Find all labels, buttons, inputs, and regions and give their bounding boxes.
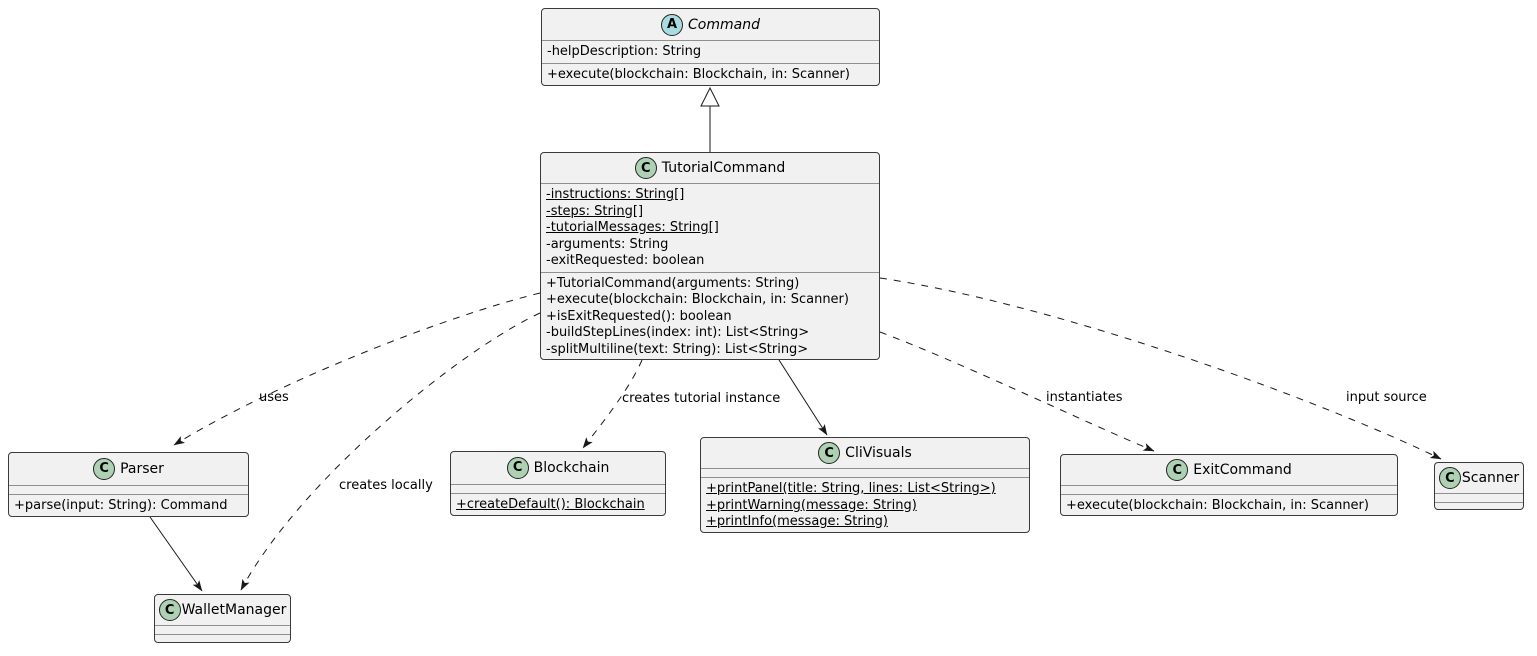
method-line: +execute(blockchain: Blockchain, in: Sca…: [1066, 498, 1369, 513]
methods-section: [155, 634, 290, 642]
method-line: -splitMultiline(text: String): List<Stri…: [546, 341, 809, 357]
attributes-section: [451, 483, 665, 493]
edge-label-input-source: input source: [1346, 390, 1427, 405]
class-name: WalletManager: [181, 602, 287, 618]
class-title: C Scanner: [1435, 463, 1523, 493]
attributes-section: [701, 468, 1029, 477]
method-line: +parse(input: String): Command: [14, 497, 228, 513]
attributes-section: [1061, 485, 1397, 494]
edge-label-uses: uses: [259, 390, 289, 405]
edge-parser-walletmanager: [149, 516, 203, 592]
attribute-line: -exitRequested: boolean: [546, 253, 705, 268]
attribute-line: -arguments: String: [546, 236, 669, 252]
class-name: Parser: [120, 460, 164, 477]
class-title: C Parser: [9, 453, 248, 485]
attribute-line: -steps: String[]: [546, 203, 644, 219]
class-box-exitcommand: C ExitCommand +execute(blockchain: Block…: [1060, 454, 1398, 516]
class-icon: C: [1438, 467, 1461, 489]
class-box-walletmanager: C WalletManager: [154, 594, 291, 643]
stereotype-letter: A: [666, 17, 678, 32]
class-box-parser: C Parser +parse(input: String): Command: [8, 452, 249, 517]
edge-input-source: [879, 277, 1442, 460]
class-title: C Blockchain: [451, 452, 665, 484]
class-title: A Command: [542, 9, 879, 40]
method-line: +printPanel(title: String, lines: List<S…: [706, 481, 996, 496]
class-title: C TutorialCommand: [541, 153, 879, 183]
class-name: ExitCommand: [1193, 462, 1292, 478]
edge-to-clivisuals: [778, 359, 828, 436]
class-title: C ExitCommand: [1061, 455, 1397, 485]
attributes-section: [155, 625, 290, 634]
abstract-class-icon: A: [661, 13, 684, 36]
edge-uses: [173, 292, 541, 446]
class-icon: C: [93, 457, 116, 480]
method-line: +isExitRequested(): boolean: [546, 308, 732, 324]
method-line: +printInfo(message: String): [706, 514, 888, 529]
attribute-line: -instructions: String[]: [546, 187, 685, 202]
attribute-line: -helpDescription: String: [547, 44, 702, 59]
inheritance-triangle-icon: [700, 86, 720, 107]
methods-section: +TutorialCommand(arguments: String) +exe…: [541, 271, 879, 360]
method-line: +execute(blockchain: Blockchain, in: Sca…: [547, 66, 850, 82]
class-title: C CliVisuals: [701, 438, 1029, 468]
attribute-line: -tutorialMessages: String[]: [546, 220, 719, 235]
edge-label-creates-tutorial-instance: creates tutorial instance: [622, 391, 781, 406]
methods-section: +execute(blockchain: Blockchain, in: Sca…: [542, 62, 879, 86]
edge-label-instantiates: instantiates: [1046, 390, 1123, 405]
class-icon: C: [634, 157, 657, 179]
method-line: -buildStepLines(index: int): List<String…: [546, 325, 810, 340]
methods-section: +createDefault(): Blockchain: [451, 492, 665, 516]
class-title: C WalletManager: [155, 595, 290, 625]
class-icon: C: [1166, 459, 1189, 481]
stereotype-letter: C: [512, 460, 523, 476]
class-name: Command: [688, 16, 760, 33]
stereotype-letter: C: [824, 445, 834, 461]
class-name: Scanner: [1461, 470, 1520, 486]
class-icon: C: [158, 599, 181, 621]
class-icon: C: [818, 442, 841, 464]
methods-section: +parse(input: String): Command: [9, 493, 248, 517]
class-name: TutorialCommand: [661, 160, 786, 176]
class-box-blockchain: C Blockchain +createDefault(): Blockchai…: [450, 451, 666, 516]
class-name: Blockchain: [533, 459, 610, 476]
stereotype-letter: C: [99, 461, 109, 477]
class-icon: C: [506, 456, 529, 479]
method-line: +TutorialCommand(arguments: String): [546, 275, 800, 291]
attributes-section: [1435, 493, 1523, 502]
method-line: +printWarning(message: String): [706, 497, 917, 513]
methods-section: [1435, 502, 1523, 509]
class-box-tutorialcommand: C TutorialCommand -instructions: String[…: [540, 152, 880, 360]
class-name: CliVisuals: [845, 445, 912, 461]
attributes-section: [9, 484, 248, 494]
methods-section: +execute(blockchain: Blockchain, in: Sca…: [1061, 494, 1397, 515]
stereotype-letter: C: [164, 602, 175, 618]
methods-section: +printPanel(title: String, lines: List<S…: [701, 477, 1029, 532]
class-box-scanner: C Scanner: [1434, 462, 1524, 510]
class-box-clivisuals: C CliVisuals +printPanel(title: String, …: [700, 437, 1030, 533]
method-line: +createDefault(): Blockchain: [456, 496, 645, 512]
method-line: +execute(blockchain: Blockchain, in: Sca…: [546, 292, 849, 307]
attributes-section: -helpDescription: String: [542, 40, 879, 63]
edge-label-creates-locally: creates locally: [339, 478, 433, 493]
class-box-command: A Command -helpDescription: String +exec…: [541, 8, 880, 86]
stereotype-letter: C: [1172, 462, 1183, 478]
stereotype-letter: C: [641, 160, 651, 176]
stereotype-letter: C: [1445, 470, 1455, 486]
attributes-section: -instructions: String[] -steps: String[]…: [541, 183, 879, 272]
